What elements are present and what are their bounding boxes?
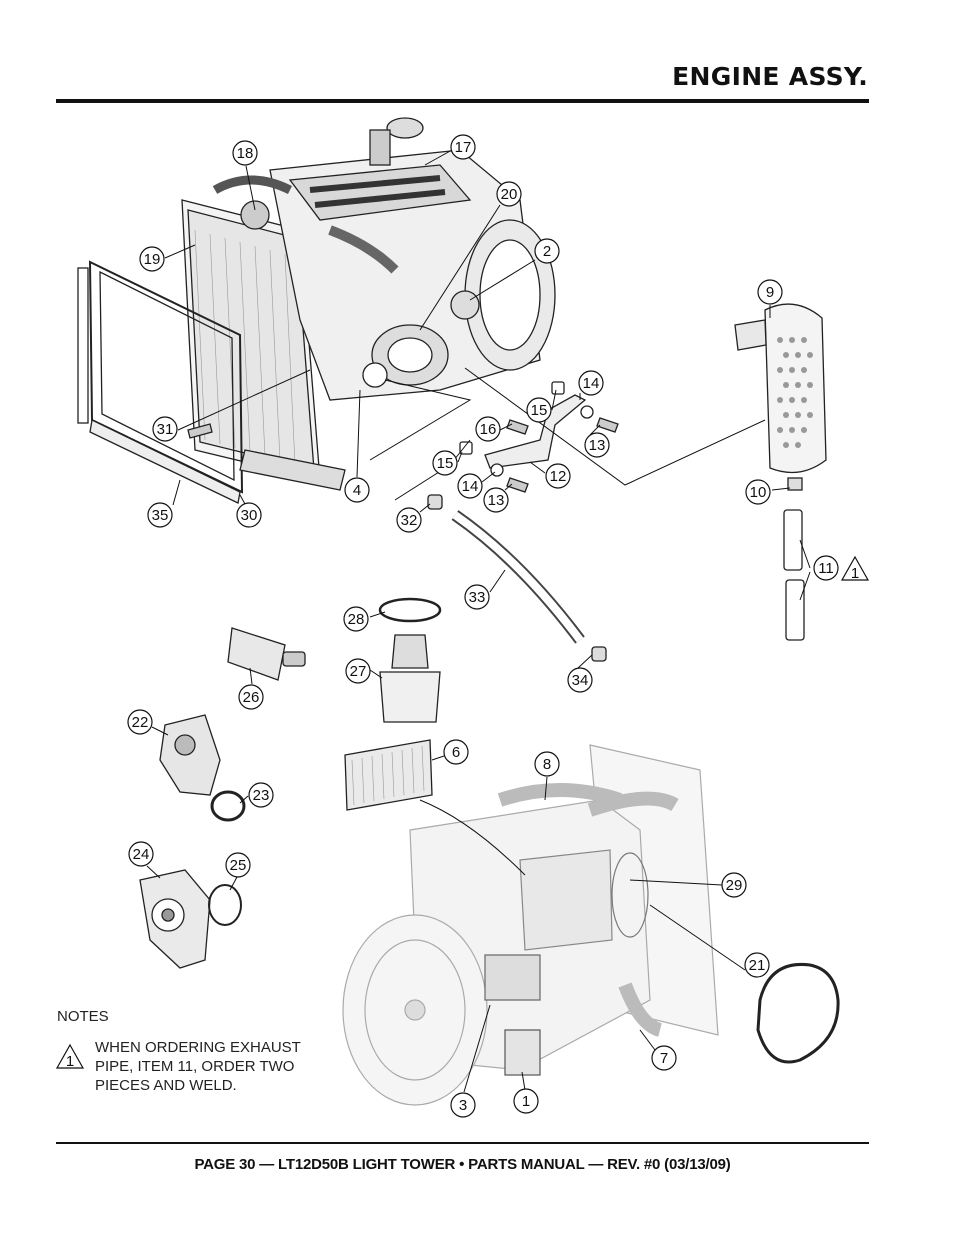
svg-text:16: 16 [480, 421, 497, 438]
svg-text:6: 6 [452, 744, 460, 761]
svg-text:34: 34 [572, 672, 589, 689]
callout-15: 15 [526, 397, 552, 423]
svg-text:14: 14 [462, 478, 479, 495]
svg-text:2: 2 [543, 243, 551, 260]
svg-text:22: 22 [132, 714, 149, 731]
svg-text:25: 25 [230, 857, 247, 874]
callout-33: 33 [464, 584, 490, 610]
callout-24: 24 [128, 841, 154, 867]
callout-25: 25 [225, 852, 251, 878]
note-line: WHEN ORDERING EXHAUST [95, 1039, 301, 1056]
svg-text:31: 31 [157, 421, 174, 438]
callout-19: 19 [139, 246, 165, 272]
svg-text:7: 7 [660, 1050, 668, 1067]
callout-17: 17 [450, 134, 476, 160]
callout-9: 9 [757, 279, 783, 305]
svg-text:15: 15 [437, 455, 454, 472]
notes-heading: NOTES [57, 1008, 109, 1025]
note-line: PIPE, ITEM 11, ORDER TWO [95, 1058, 295, 1075]
footer-rule [56, 1142, 869, 1144]
svg-text:28: 28 [348, 611, 365, 628]
svg-text:19: 19 [144, 251, 161, 268]
svg-text:11: 11 [818, 560, 834, 577]
callout-12: 12 [545, 463, 571, 489]
svg-text:8: 8 [543, 756, 551, 773]
callout-14b: 14 [457, 473, 483, 499]
svg-text:32: 32 [401, 512, 418, 529]
callout-16: 16 [475, 416, 501, 442]
page-title: ENGINE ASSY. [672, 62, 868, 91]
callout-1: 1 [513, 1088, 539, 1114]
header-rule [56, 99, 869, 103]
callout-6: 6 [443, 739, 469, 765]
svg-text:29: 29 [726, 877, 743, 894]
callout-10: 10 [745, 479, 771, 505]
engine-assembly-illustration [77, 117, 556, 504]
callout-4: 4 [344, 477, 370, 503]
svg-text:24: 24 [133, 846, 150, 863]
svg-text:35: 35 [152, 507, 169, 524]
callout-31: 31 [152, 416, 178, 442]
svg-text:13: 13 [488, 492, 505, 509]
svg-text:14: 14 [583, 375, 600, 392]
callout-14: 14 [578, 370, 604, 396]
callout-18: 18 [232, 140, 258, 166]
callout-23: 23 [248, 782, 274, 808]
svg-text:12: 12 [550, 468, 567, 485]
callout-35: 35 [147, 502, 173, 528]
leader-lines [146, 149, 811, 1093]
drive-belt-illustration [756, 962, 840, 1064]
hardware-parts [187, 381, 619, 662]
callout-13: 13 [584, 432, 610, 458]
callout-7: 7 [651, 1045, 677, 1071]
svg-text:15: 15 [531, 402, 548, 419]
callout-3: 3 [450, 1092, 476, 1118]
svg-text:30: 30 [241, 507, 258, 524]
svg-text:21: 21 [749, 957, 766, 974]
svg-text:1: 1 [522, 1093, 530, 1110]
callout-11: 11 [813, 555, 839, 581]
svg-text:1: 1 [66, 1053, 74, 1070]
callout-34: 34 [567, 667, 593, 693]
svg-text:33: 33 [469, 589, 486, 606]
callout-21: 21 [744, 952, 770, 978]
svg-text:23: 23 [253, 787, 270, 804]
callout-22: 22 [127, 709, 153, 735]
warning-triangle-icon: 1 [840, 555, 870, 582]
page-footer: PAGE 30 — LT12D50B LIGHT TOWER • PARTS M… [194, 1156, 731, 1173]
svg-text:13: 13 [589, 437, 606, 454]
svg-text:20: 20 [501, 186, 518, 203]
svg-text:1: 1 [851, 565, 859, 582]
callout-28: 28 [343, 606, 369, 632]
callout-15b: 15 [432, 450, 458, 476]
callout-20: 20 [496, 181, 522, 207]
svg-text:26: 26 [243, 689, 260, 706]
svg-text:18: 18 [237, 145, 254, 162]
callout-30: 30 [236, 502, 262, 528]
callout-27: 27 [345, 658, 371, 684]
callout-13b: 13 [483, 487, 509, 513]
part-callouts: 18 17 20 2 19 9 14 15 16 13 31 15 12 14 … [127, 134, 839, 1118]
service-parts-illustration [139, 597, 442, 969]
callout-8: 8 [534, 751, 560, 777]
callout-2: 2 [534, 238, 560, 264]
callout-29: 29 [721, 872, 747, 898]
note-line: PIECES AND WELD. [95, 1077, 237, 1094]
warning-triangle-icon: 1 [55, 1043, 85, 1070]
callout-26: 26 [238, 684, 264, 710]
lower-engine-illustration [342, 744, 719, 1106]
svg-text:10: 10 [750, 484, 767, 501]
svg-text:17: 17 [455, 139, 472, 156]
callout-32: 32 [396, 507, 422, 533]
muffler-illustration [734, 303, 827, 641]
svg-text:4: 4 [353, 482, 361, 499]
svg-text:3: 3 [459, 1097, 467, 1114]
svg-text:27: 27 [350, 663, 367, 680]
note-text: WHEN ORDERING EXHAUST PIPE, ITEM 11, ORD… [95, 1038, 335, 1095]
svg-text:9: 9 [766, 284, 774, 301]
